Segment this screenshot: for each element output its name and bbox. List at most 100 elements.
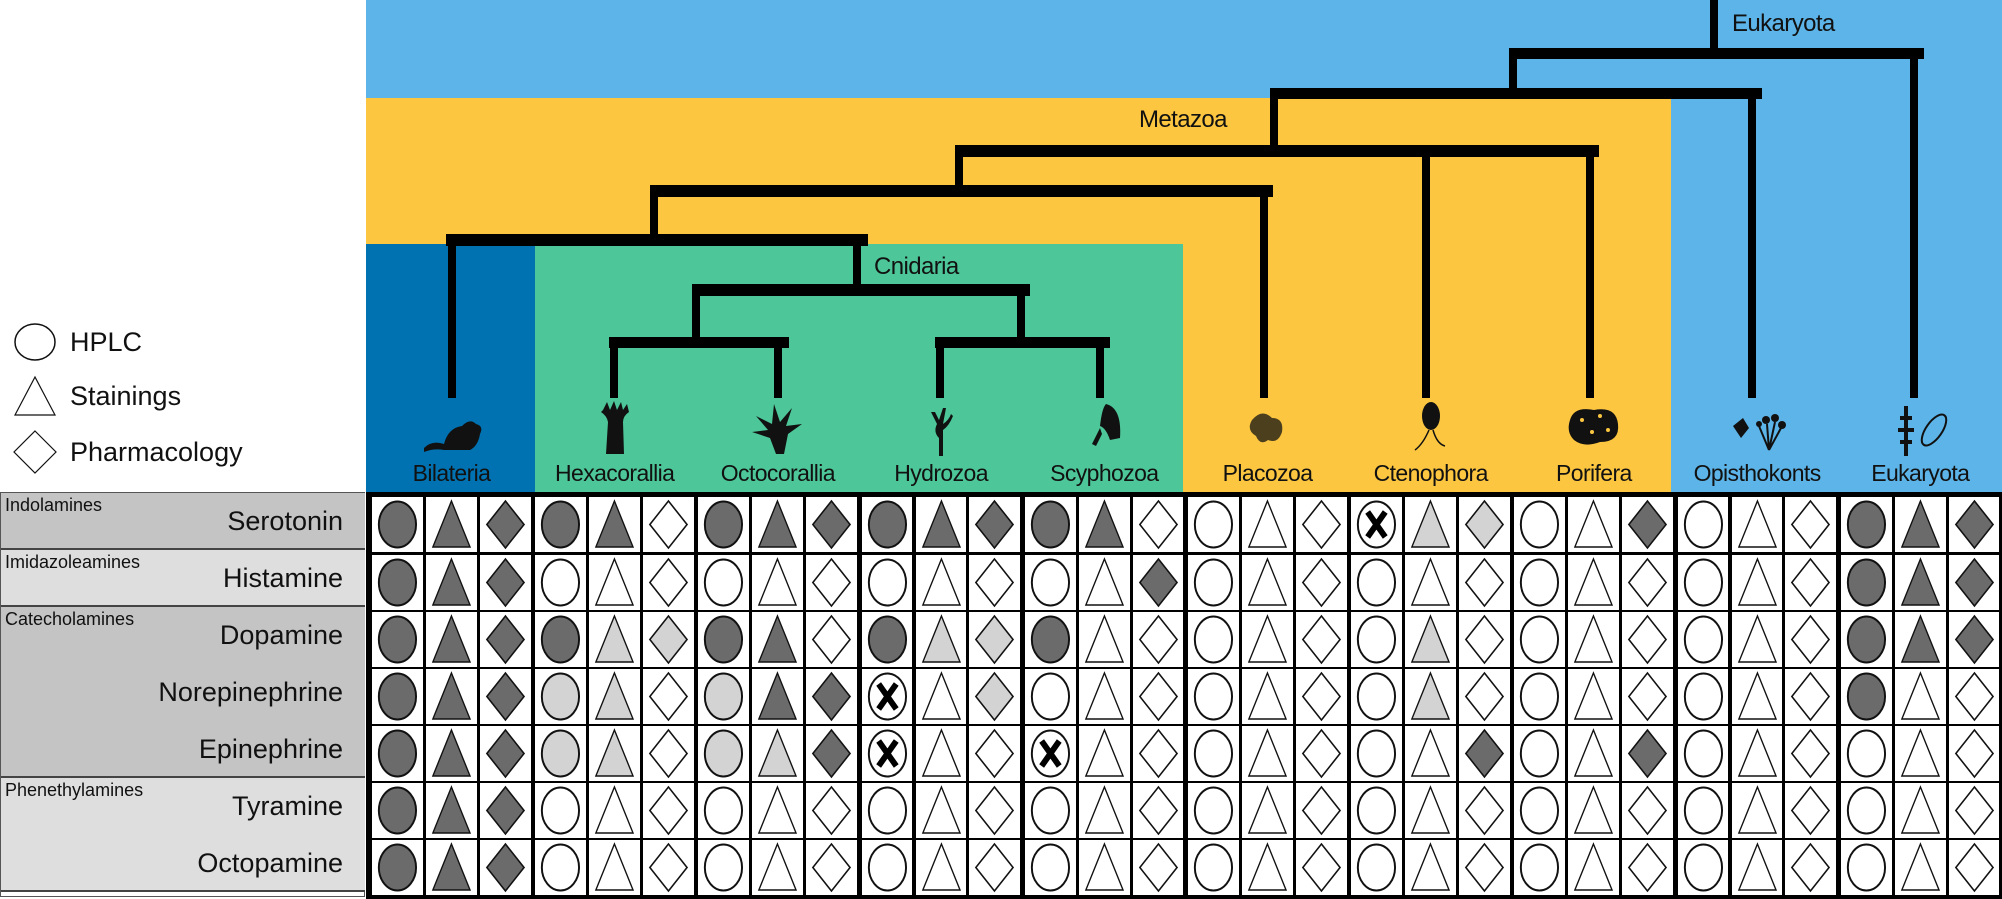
cell-octopamine-ctenophora-pharmacology <box>1459 840 1510 895</box>
circle-icon <box>1193 558 1234 607</box>
category-name: Indolamines <box>5 495 103 515</box>
diamond-icon <box>1464 614 1505 665</box>
cell-octopamine-ctenophora-hplc <box>1351 840 1403 895</box>
triangle-icon <box>594 614 635 663</box>
cell-dopamine-bilateria-staining <box>425 612 477 667</box>
evidence-grid <box>366 492 2002 899</box>
cell-serotonin-ctenophora-staining <box>1405 497 1456 552</box>
cell-dopamine-hexacorallia-staining <box>589 612 640 667</box>
triangle-icon <box>921 842 961 891</box>
cell-tyramine-eukaryota-staining <box>1894 783 1946 838</box>
cell-octopamine-octocorallia-hplc <box>698 840 750 895</box>
diamond-icon <box>812 785 852 836</box>
diamond-icon <box>1628 671 1668 722</box>
circle-icon <box>867 500 907 549</box>
cell-dopamine-porifera-pharmacology <box>1622 612 1674 667</box>
diamond-icon <box>812 499 852 550</box>
diamond-icon <box>648 499 689 550</box>
circle-icon <box>1357 672 1397 721</box>
circle-icon <box>1683 615 1723 664</box>
triangle-icon <box>594 785 635 834</box>
circle-icon <box>1683 786 1723 835</box>
cell-serotonin-bilateria-hplc <box>372 497 423 552</box>
cell-norepinephrine-octocorallia-pharmacology <box>806 669 858 724</box>
triangle-icon <box>921 557 961 606</box>
circle-icon <box>704 500 744 549</box>
tree-branch <box>1509 48 1924 59</box>
clade-label-placozoa: Placozoa <box>1222 460 1313 486</box>
category-name: Imidazoleamines <box>5 552 141 572</box>
soft-coral-icon <box>740 398 816 458</box>
cell-epinephrine-porifera-hplc <box>1514 726 1566 781</box>
triangle-icon <box>1084 671 1124 720</box>
diamond-icon <box>1464 671 1505 722</box>
compound-label-histamine: Histamine <box>222 563 343 593</box>
cell-serotonin-opisthokonts-hplc <box>1677 497 1729 552</box>
cell-norepinephrine-ctenophora-staining <box>1405 669 1456 724</box>
diamond-icon <box>1138 728 1178 779</box>
sea-anemone-icon <box>577 398 653 458</box>
triangle-icon <box>758 614 798 663</box>
cell-epinephrine-hexacorallia-staining <box>589 726 640 781</box>
triangle-icon <box>1900 785 1940 834</box>
cell-dopamine-placozoa-pharmacology <box>1295 612 1347 667</box>
cell-epinephrine-bilateria-hplc <box>372 726 423 781</box>
tree-branch <box>1910 48 1918 398</box>
cell-epinephrine-porifera-staining <box>1568 726 1620 781</box>
triangle-icon <box>1737 557 1777 606</box>
triangle-icon <box>431 842 471 891</box>
circle-icon <box>377 615 418 664</box>
cell-histamine-opisthokonts-pharmacology <box>1785 555 1837 610</box>
cell-epinephrine-ctenophora-staining <box>1405 726 1456 781</box>
clade-label-opisthokonts: Opisthokonts <box>1693 460 1822 486</box>
cell-norepinephrine-bilateria-hplc <box>372 669 423 724</box>
circle-icon <box>1846 786 1886 835</box>
cell-dopamine-porifera-staining <box>1568 612 1620 667</box>
diamond-icon <box>1628 499 1668 550</box>
cell-epinephrine-hexacorallia-hplc <box>535 726 587 781</box>
cell-serotonin-hydrozoa-pharmacology <box>969 497 1021 552</box>
cell-tyramine-hydrozoa-hplc <box>861 783 913 838</box>
triangle-icon <box>594 728 635 777</box>
circle-icon <box>14 323 56 361</box>
legend-label: HPLC <box>70 326 143 357</box>
triangle-icon <box>1737 785 1777 834</box>
cell-norepinephrine-bilateria-staining <box>425 669 477 724</box>
cell-norepinephrine-porifera-hplc <box>1514 669 1566 724</box>
diamond-icon <box>975 671 1015 722</box>
cell-dopamine-opisthokonts-pharmacology <box>1785 612 1837 667</box>
cell-norepinephrine-scyphozoa-staining <box>1078 669 1130 724</box>
tree-branch <box>956 145 1599 157</box>
diamond-icon <box>1301 842 1341 893</box>
cell-epinephrine-eukaryota-hplc <box>1840 726 1892 781</box>
circle-icon <box>704 843 744 892</box>
cell-serotonin-placozoa-hplc <box>1188 497 1239 552</box>
cell-octopamine-porifera-staining <box>1568 840 1620 895</box>
circle-icon <box>1846 672 1886 721</box>
tree-branch <box>1509 48 1517 93</box>
triangle-icon <box>921 785 961 834</box>
cell-dopamine-octocorallia-pharmacology <box>806 612 858 667</box>
triangle-icon <box>1574 671 1614 720</box>
triangle-icon <box>594 499 635 548</box>
clade-label-octocorallia: Octocorallia <box>720 460 836 486</box>
diamond-icon <box>1628 785 1668 836</box>
circle-icon <box>1520 672 1560 721</box>
cell-norepinephrine-scyphozoa-pharmacology <box>1132 669 1184 724</box>
clade-label-hydrozoa: Hydrozoa <box>894 460 988 486</box>
legend-stainings: Stainings <box>12 375 181 416</box>
cell-epinephrine-bilateria-staining <box>425 726 477 781</box>
cell-histamine-placozoa-hplc <box>1188 555 1239 610</box>
cell-norepinephrine-hydrozoa-pharmacology <box>969 669 1021 724</box>
circle-icon <box>1357 729 1397 778</box>
cell-histamine-hydrozoa-hplc <box>861 555 913 610</box>
diamond-icon <box>1464 842 1505 893</box>
circle-icon <box>1683 500 1723 549</box>
cell-histamine-hexacorallia-pharmacology <box>643 555 694 610</box>
circle-icon <box>377 729 418 778</box>
node-label-eukaryota: Eukaryota <box>1732 10 1835 37</box>
triangle-icon <box>1900 499 1940 548</box>
